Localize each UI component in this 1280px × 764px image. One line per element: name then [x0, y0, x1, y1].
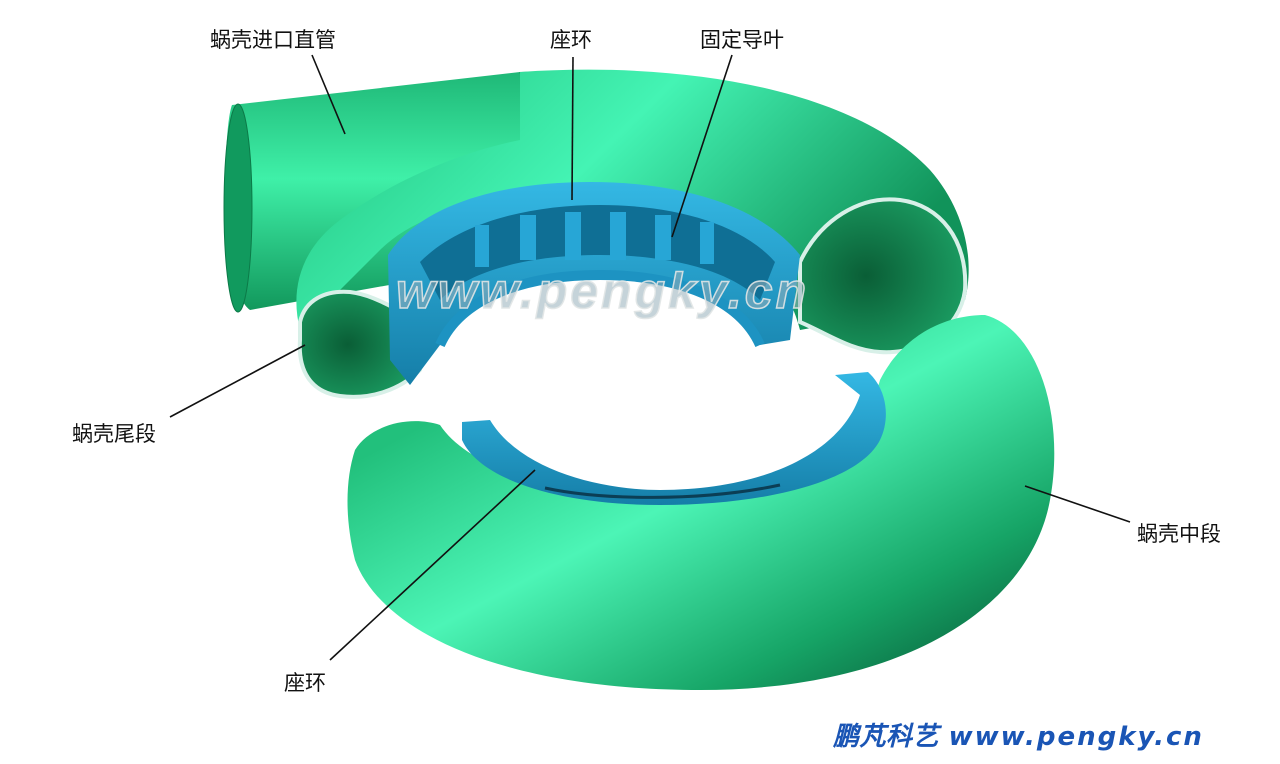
- label-stay-ring-top: 座环: [550, 28, 592, 52]
- label-stay-ring-bottom: 座环: [284, 671, 326, 695]
- stay-ring-lower-shape: [462, 372, 886, 505]
- label-middle-section: 蜗壳中段: [1137, 522, 1221, 546]
- label-tail-section: 蜗壳尾段: [72, 422, 156, 446]
- label-stay-vanes: 固定导叶: [700, 28, 784, 52]
- leader-lines: [169, 54, 1131, 661]
- stay-ring-upper-shape: [388, 182, 800, 385]
- footer-url[interactable]: www.pengky.cn: [948, 722, 1204, 752]
- watermark-text: www.pengky.cn: [395, 262, 810, 320]
- label-inlet-pipe: 蜗壳进口直管: [210, 28, 336, 52]
- footer-brand: 鹏芃科艺: [833, 722, 940, 752]
- footer-credit: 鹏芃科艺 www.pengky.cn: [833, 716, 1204, 753]
